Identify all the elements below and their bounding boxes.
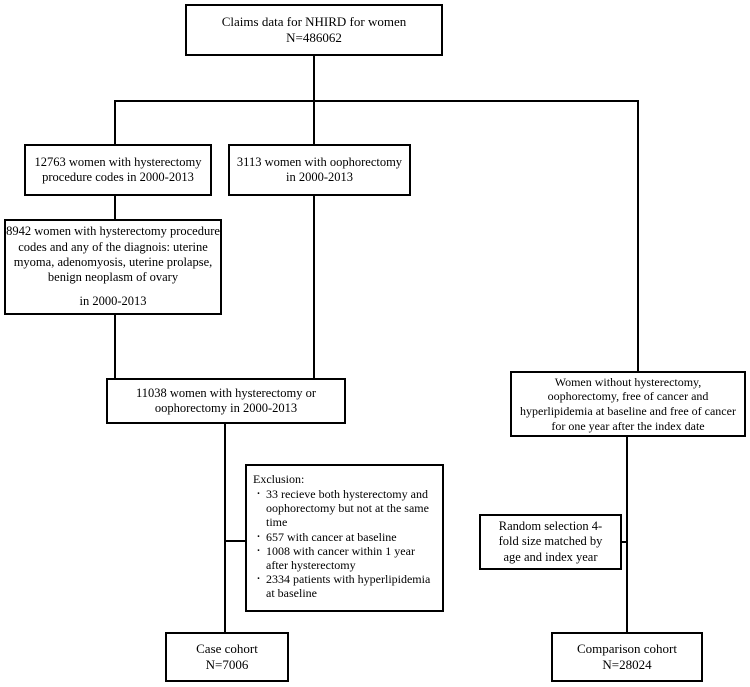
node-comparison-cohort-count: N=28024 <box>602 657 652 672</box>
node-hysterectomy-line2: procedure codes in 2000-2013 <box>42 170 194 184</box>
node-unexposed-line1: Women without hysterectomy, <box>554 374 702 389</box>
node-unexposed-line2: oophorectomy, free of cancer and <box>547 389 709 404</box>
node-exclusion-criteria: Exclusion: 33 recieve both hysterectomy … <box>245 464 444 612</box>
node-unexposed-women: Women without hysterectomy, oophorectomy… <box>510 371 746 437</box>
node-oophorectomy-line2: in 2000-2013 <box>285 170 353 184</box>
exclusion-item: 33 recieve both hysterectomy and oophore… <box>256 486 438 529</box>
node-hysterectomy-line1: 12763 women with hysterectomy <box>34 154 202 169</box>
node-case-cohort: Case cohort N=7006 <box>165 632 289 682</box>
node-unexposed-line3: hyperlipidemia at baseline and free of c… <box>520 404 736 418</box>
node-combined-cohort: 11038 women with hysterectomy or oophore… <box>106 378 346 424</box>
node-hysterectomy-codes: 12763 women with hysterectomy procedure … <box>24 144 212 196</box>
node-comparison-cohort: Comparison cohort N=28024 <box>551 632 703 682</box>
node-claims-data-count: N=486062 <box>286 30 342 45</box>
connector-unexposed-to-comparison <box>626 436 628 633</box>
connector-hysterectomy-to-diagnosis <box>114 195 116 220</box>
connector-bus-to-hysterectomy <box>114 100 116 145</box>
connector-bus-to-oophorectomy <box>313 100 315 145</box>
node-diagnosis-line3: myoma, adenomyosis, uterine prolapse, <box>13 254 213 269</box>
node-hysterectomy-with-diagnosis: 8942 women with hysterectomy procedure c… <box>4 219 222 315</box>
node-case-cohort-label: Case cohort <box>196 641 258 657</box>
node-combined-line2: oophorectomy in 2000-2013 <box>154 401 298 415</box>
node-unexposed-line4: for one year after the index date <box>551 418 705 433</box>
connector-oophorectomy-to-combined <box>313 195 315 379</box>
node-oophorectomy-line1: 3113 women with oophorectomy <box>236 154 403 169</box>
node-random-line1: Random selection 4- <box>498 519 603 534</box>
connector-bus-to-unexposed <box>637 100 639 372</box>
node-random-line3: age and index year <box>503 549 598 564</box>
exclusion-title: Exclusion: <box>253 472 305 486</box>
node-comparison-cohort-label: Comparison cohort <box>576 641 677 657</box>
node-random-line2: fold size matched by <box>498 534 603 549</box>
exclusion-item: 657 with cancer at baseline <box>256 529 438 546</box>
node-diagnosis-line1: 8942 women with hysterectomy procedure <box>6 224 220 239</box>
connector-comparison-to-random <box>621 541 628 543</box>
node-diagnosis-line2: codes and any of the diagnois: uterine <box>18 239 208 254</box>
exclusion-item: 1008 with cancer within 1 year after hys… <box>256 543 438 572</box>
node-oophorectomy-codes: 3113 women with oophorectomy in 2000-201… <box>228 144 411 196</box>
connector-case-to-exclusion <box>224 540 246 542</box>
node-case-cohort-count: N=7006 <box>205 657 249 672</box>
exclusion-item: 2334 patients with hyperlipidemia at bas… <box>256 571 438 600</box>
node-claims-data-line1: Claims data for NHIRD for women <box>221 14 407 30</box>
connector-root-stem <box>313 56 315 102</box>
node-combined-line1: 11038 women with hysterectomy or <box>135 385 317 400</box>
connector-combined-to-case <box>224 423 226 633</box>
node-random-selection: Random selection 4- fold size matched by… <box>479 514 622 570</box>
node-diagnosis-line4: benign neoplasm of ovary <box>47 270 179 285</box>
connector-top-bus <box>114 100 639 102</box>
node-diagnosis-period: in 2000-2013 <box>79 294 147 309</box>
node-claims-data: Claims data for NHIRD for women N=486062 <box>185 4 443 56</box>
connector-diagnosis-to-combined <box>114 314 116 379</box>
exclusion-list: 33 recieve both hysterectomy and oophore… <box>253 486 438 600</box>
